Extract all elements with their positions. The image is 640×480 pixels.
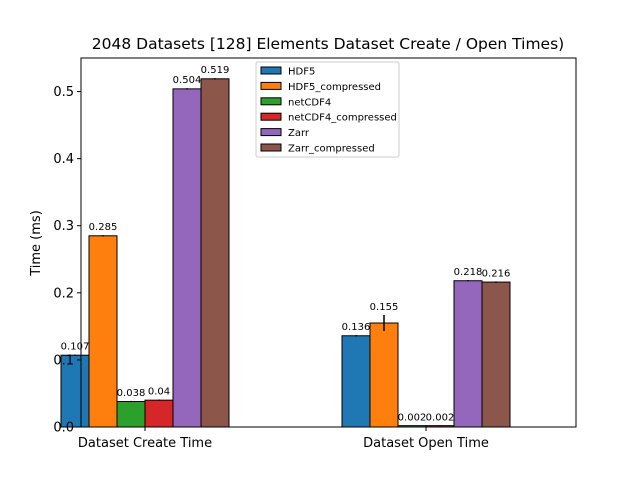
bar-value-label: 0.136 xyxy=(342,322,371,333)
y-tick-label: 0.3 xyxy=(53,219,74,234)
error-bars-layer xyxy=(74,78,497,426)
bar-value-label: 0.04 xyxy=(148,386,170,397)
legend-box xyxy=(255,61,400,158)
bar-labels-layer: 0.107 0.136 0.285 0.155 0.038 0.002 0.04 0.002 0… xyxy=(61,65,511,423)
bar-value-label: 0.285 xyxy=(89,222,118,233)
legend-swatch xyxy=(260,143,282,152)
plot-frame xyxy=(80,57,577,428)
y-tick-label: 0.5 xyxy=(53,85,74,100)
legend-swatch xyxy=(260,128,282,137)
bar xyxy=(453,280,483,428)
bar-value-label: 0.218 xyxy=(454,267,483,278)
legend-entry: netCDF4_compressed xyxy=(288,113,397,124)
y-tick-label: 0.1 xyxy=(53,353,74,368)
legend-swatch xyxy=(260,112,282,121)
y-tick-label: 0.2 xyxy=(53,286,74,301)
bar xyxy=(481,281,511,428)
bar-value-label: 0.002 xyxy=(426,412,455,423)
y-axis-label: Time (ms) xyxy=(29,210,44,277)
y-tick-label: 0.4 xyxy=(53,152,74,167)
x-tick-label: Dataset Create Time xyxy=(78,436,212,451)
legend-entry: Zarr xyxy=(288,128,310,139)
bar-value-label: 0.504 xyxy=(173,75,202,86)
chart-title: 2048 Datasets [128] Elements Dataset Cre… xyxy=(92,35,564,53)
bar xyxy=(116,401,146,428)
legend-swatch xyxy=(260,97,282,106)
bar-value-label: 0.519 xyxy=(201,65,230,76)
bar xyxy=(144,399,174,428)
legend-swatch xyxy=(260,81,282,90)
x-tick-label: Dataset Open Time xyxy=(363,436,489,451)
bar-value-label: 0.155 xyxy=(370,302,399,313)
bar-value-label: 0.216 xyxy=(482,268,511,279)
bar xyxy=(60,354,90,428)
y-tick-label: 0.0 xyxy=(53,421,74,436)
legend-entry: HDF5_compressed xyxy=(288,82,381,93)
bar-value-label: 0.002 xyxy=(398,412,427,423)
bar xyxy=(88,235,118,428)
bar-value-label: 0.107 xyxy=(61,342,90,353)
legend-entry: Zarr_compressed xyxy=(288,144,375,155)
legend-entry: HDF5 xyxy=(288,67,315,78)
x-axis: Dataset Create Time Dataset Open Time xyxy=(78,427,489,451)
legend-swatch xyxy=(260,66,282,75)
legend-entry: netCDF4 xyxy=(288,97,331,108)
bar xyxy=(341,335,371,428)
bar-value-label: 0.038 xyxy=(117,388,146,399)
y-axis: 0.0 0.1 0.2 0.3 0.4 0.5 xyxy=(53,85,81,436)
bar xyxy=(172,88,202,428)
bar xyxy=(200,78,230,428)
bar xyxy=(369,322,399,428)
